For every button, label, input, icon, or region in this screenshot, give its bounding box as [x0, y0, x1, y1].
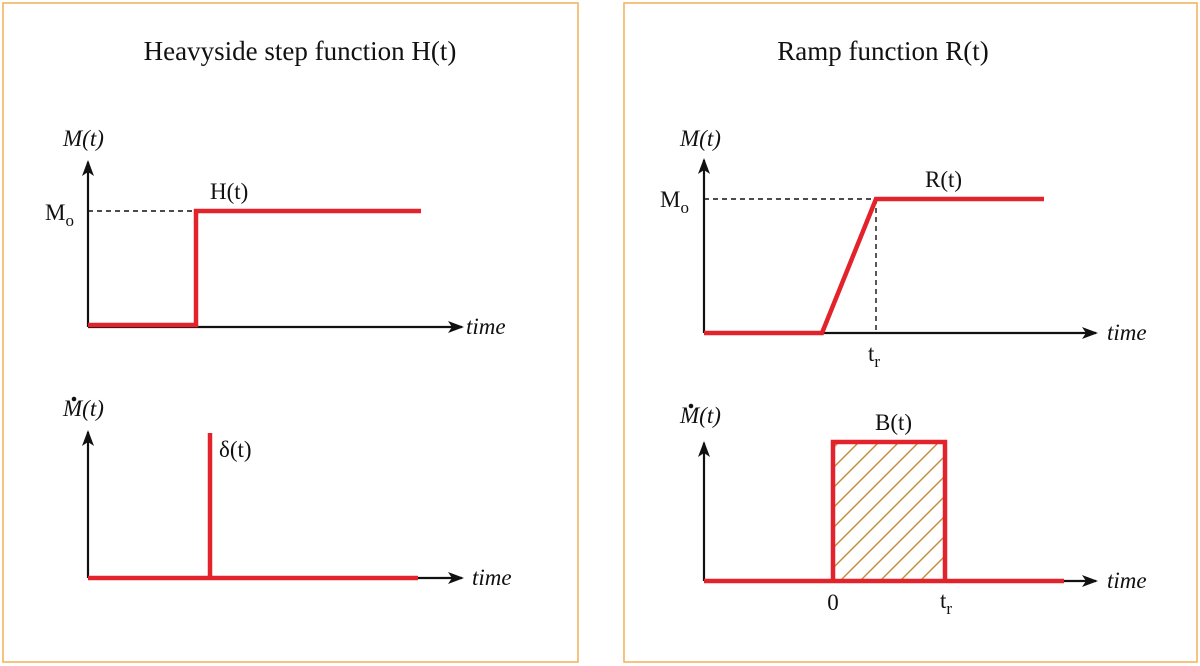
delta-x-axis-label: time [472, 565, 512, 590]
right-panel-title: Ramp function R(t) [777, 36, 988, 66]
boxcar-zero-tick-label: 0 [827, 590, 839, 615]
ramp-curve-label: R(t) [925, 167, 962, 192]
delta-y-axis-label: M(t) [62, 396, 104, 421]
delta-plot: M(t) time δ(t) [62, 396, 512, 590]
delta-curve-label: δ(t) [219, 437, 252, 462]
ramp-signal-curve [704, 196, 1044, 336]
left-panel-border [2, 2, 579, 663]
step-signal-curve [88, 208, 421, 328]
right-panel-border [623, 2, 1198, 663]
left-panel-title: Heavyside step function H(t) [144, 36, 457, 66]
boxcar-signal-curve [830, 439, 948, 581]
step-x-axis-label: time [466, 314, 506, 339]
ramp-tr-tick-label: tr [868, 341, 880, 371]
ramp-y-axis-label: M(t) [679, 126, 721, 151]
ramp-plot: M(t) time Mo R(t) tr [660, 126, 1147, 371]
delta-y-axis-dot [71, 396, 77, 402]
ramp-level-label: Mo [660, 187, 689, 217]
boxcar-x-axis-label: time [1107, 568, 1147, 593]
ramp-x-axis-label: time [1107, 320, 1147, 345]
boxcar-tr-tick-label: tr [940, 588, 952, 618]
right-panel: Ramp function R(t) M(t) time Mo R(t) tr … [623, 2, 1198, 663]
step-plot: M(t) time Mo H(t) [45, 126, 506, 339]
boxcar-y-axis-label: M(t) [679, 403, 721, 428]
step-level-label: Mo [45, 200, 74, 230]
step-curve-label: H(t) [210, 179, 248, 204]
boxcar-hatch-fill [833, 442, 945, 581]
left-panel: Heavyside step function H(t) M(t) time M… [2, 2, 579, 663]
step-y-axis-label: M(t) [62, 126, 104, 151]
boxcar-curve-label: B(t) [875, 410, 912, 435]
boxcar-y-axis-dot [688, 403, 694, 409]
boxcar-plot: M(t) time B(t) 0 tr [679, 403, 1147, 618]
